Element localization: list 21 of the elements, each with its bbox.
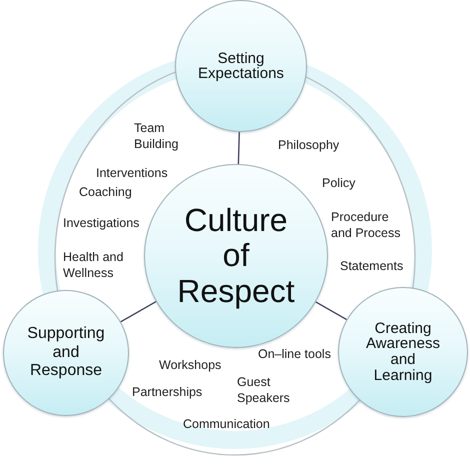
item-label: Partnerships [132, 384, 202, 400]
item-label: Communication [183, 416, 270, 432]
item-label: Interventions [96, 165, 168, 181]
item-label: Philosophy [278, 137, 340, 153]
item-label: Team Building [134, 120, 180, 152]
item-label: Coaching [79, 184, 132, 200]
item-label: On–line tools [258, 346, 331, 362]
item-label: Workshops [159, 357, 222, 373]
item-label: Investigations [63, 215, 140, 231]
connector-line [238, 132, 240, 164]
item-label: Policy [322, 175, 356, 191]
node-text: Culture of Respect [176, 203, 296, 309]
connector-line [315, 301, 347, 320]
connector-line [120, 301, 156, 322]
item-label: Statements [340, 258, 404, 274]
node-text: Supporting and Response [26, 325, 106, 381]
item-label: Procedure and Process [331, 209, 402, 241]
node-text: Creating Awareness and Learning [365, 320, 441, 384]
item-label: Health and Wellness [63, 249, 124, 281]
node-text: Setting Expectations [197, 51, 285, 81]
item-label: Guest Speakers [237, 374, 291, 406]
